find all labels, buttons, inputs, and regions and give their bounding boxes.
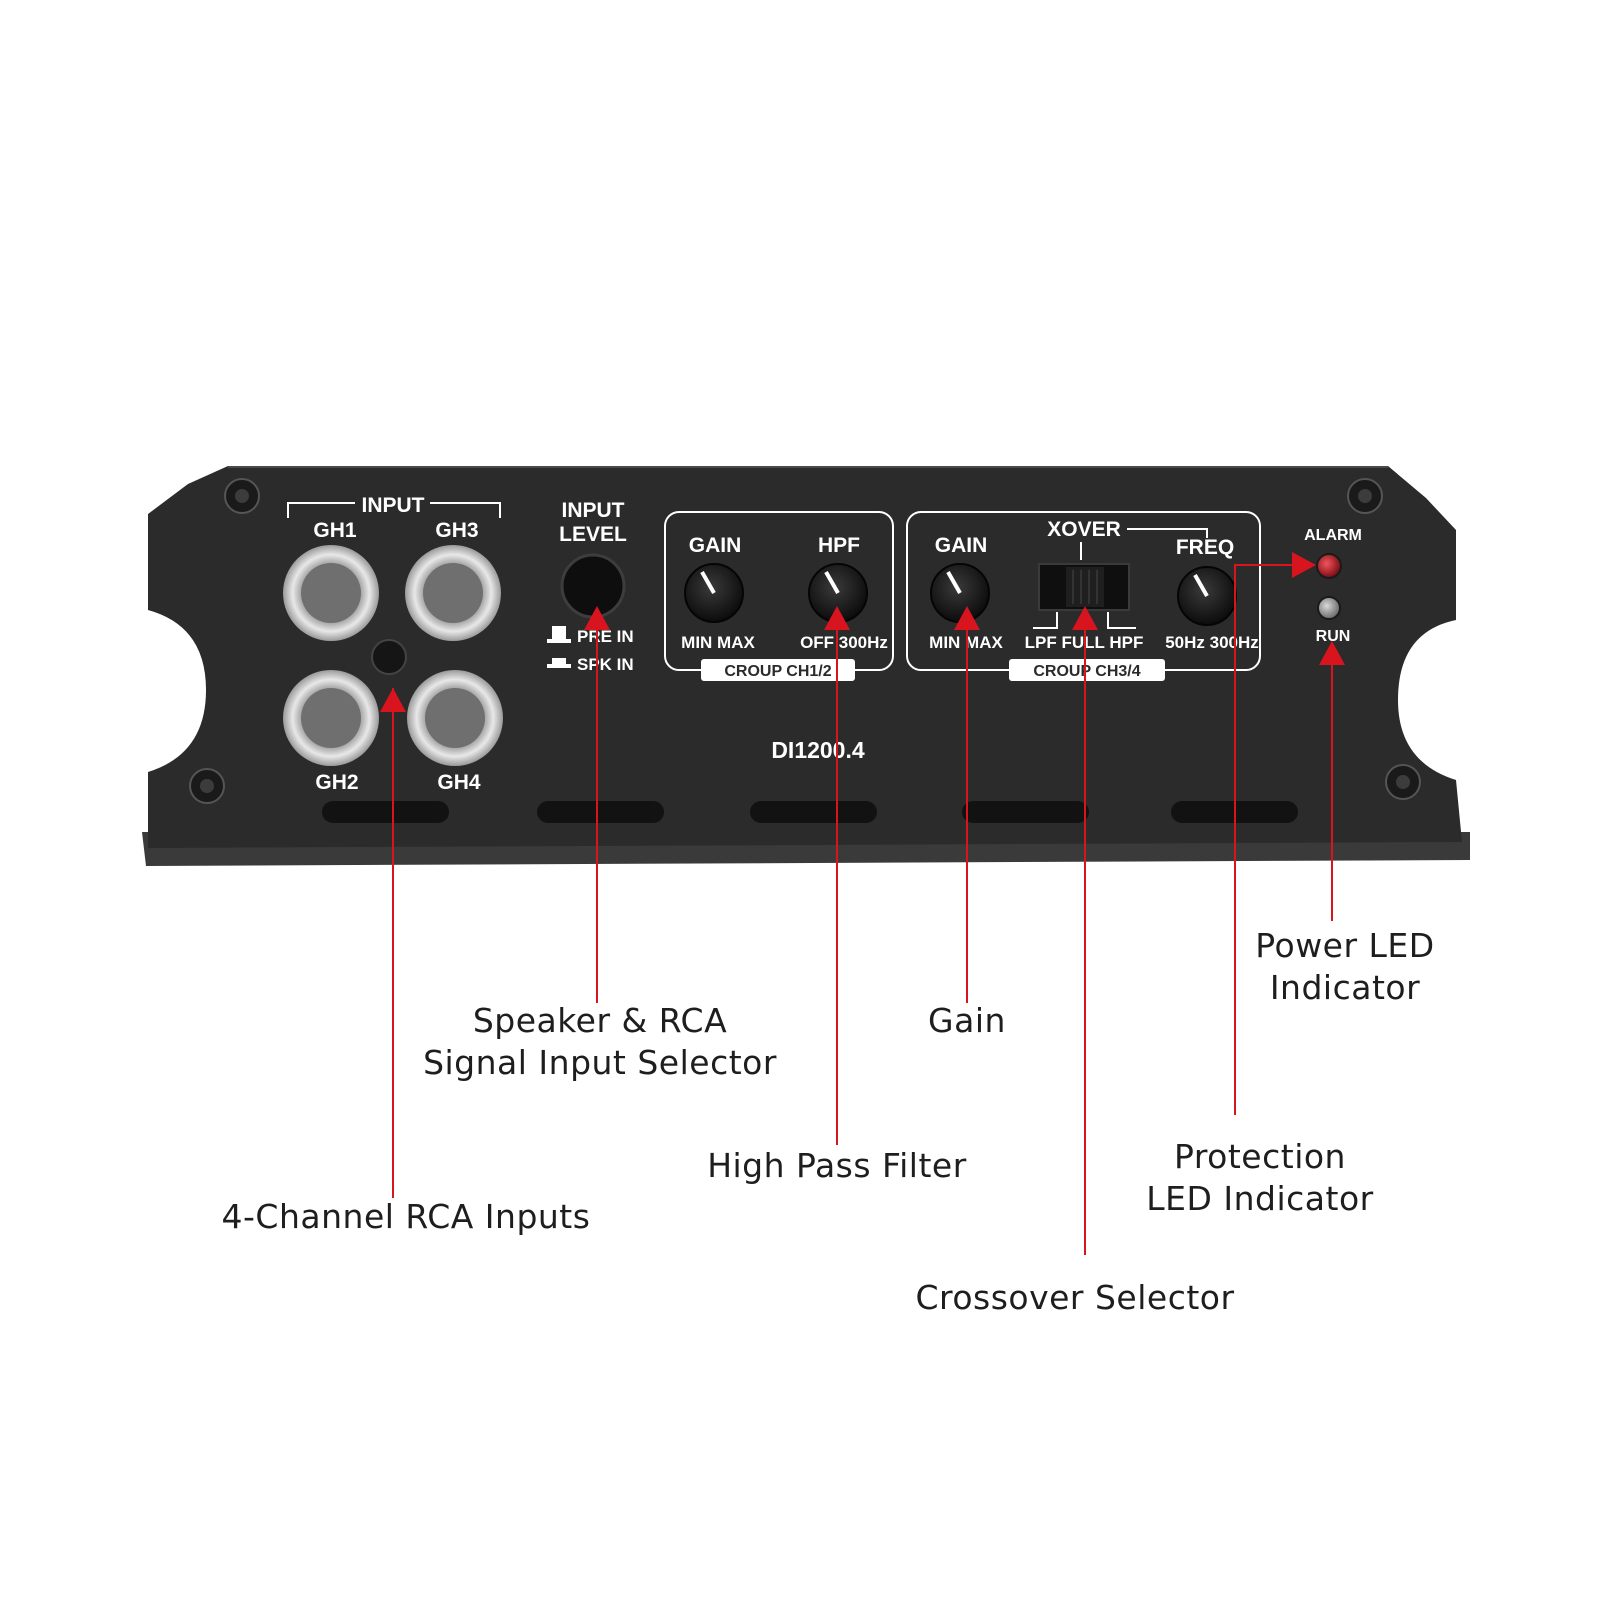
arrow-up-icon	[380, 688, 406, 712]
arrow-up-icon	[954, 606, 980, 630]
group-ch34-freq-label: FREQ	[1176, 536, 1234, 559]
model-label: DI1200.4	[771, 737, 865, 763]
callout-input-selector-line2: Signal Input Selector	[423, 1043, 777, 1082]
center-screw-icon	[371, 639, 407, 675]
xover-option-brackets	[1033, 612, 1136, 629]
vent-slot	[322, 801, 449, 823]
arrow-up-icon	[824, 606, 850, 630]
arrow-up-icon	[1319, 641, 1345, 665]
vent-slot	[537, 801, 664, 823]
vent-slots	[322, 801, 1298, 823]
rca-jack-ch2[interactable]	[283, 670, 379, 766]
arrow-up-icon	[584, 606, 610, 630]
rca-label-ch4: GH4	[437, 771, 481, 794]
gain-knob-ch34[interactable]	[930, 563, 990, 623]
callout-input-selector: Speaker & RCA Signal Input Selector	[410, 1000, 790, 1084]
vent-slot	[750, 801, 877, 823]
screw-icon	[1396, 775, 1410, 789]
group-ch12-section: GAIN HPF MIN MAX OFF 300Hz CROUP CH1/2	[664, 511, 894, 681]
callout-crossover-text: Crossover Selector	[915, 1278, 1235, 1317]
input-level-label-line1: INPUT	[562, 499, 625, 522]
pointer-arrowheads	[380, 552, 1345, 712]
callout-input-selector-line1: Speaker & RCA	[472, 1001, 728, 1040]
gain-knob-ch12[interactable]	[684, 563, 744, 623]
callout-high-pass-text: High Pass Filter	[707, 1146, 967, 1185]
rca-input-section: INPUT GH1 GH3 GH2 GH4	[283, 494, 503, 794]
callout-protection-line2: LED Indicator	[1146, 1179, 1374, 1218]
callout-protection: Protection LED Indicator	[1120, 1136, 1400, 1220]
alarm-label: ALARM	[1304, 527, 1362, 544]
pre-in-icon	[547, 626, 571, 643]
arrow-right-icon	[1292, 552, 1316, 578]
callout-rca-inputs: 4-Channel RCA Inputs	[206, 1196, 606, 1238]
callout-gain: Gain	[907, 1000, 1027, 1042]
input-level-section: INPUT LEVEL PRE IN SPK IN	[547, 499, 634, 674]
group-ch34-badge	[1009, 659, 1165, 681]
pointer-line-protection	[1234, 564, 1305, 1115]
callout-rca-inputs-text: 4-Channel RCA Inputs	[221, 1197, 591, 1236]
run-led-icon	[1317, 596, 1341, 620]
input-level-label-line2: LEVEL	[559, 523, 627, 546]
input-group-label: INPUT	[362, 494, 425, 517]
xover-freq-bracket	[1127, 528, 1208, 538]
freq-knob-ch34[interactable]	[1177, 566, 1237, 626]
group-ch12-gain-label: GAIN	[689, 534, 742, 557]
group-ch12-badge	[701, 659, 855, 681]
led-section: ALARM RUN	[1304, 527, 1362, 645]
rca-label-ch2: GH2	[315, 771, 358, 794]
group-ch12-hpf-range: OFF 300Hz	[800, 633, 888, 652]
rca-label-ch3: GH3	[435, 519, 478, 542]
group-ch12-hpf-label: HPF	[818, 534, 860, 557]
run-label: RUN	[1316, 628, 1351, 645]
input-bracket	[287, 502, 501, 518]
spk-in-label: SPK IN	[577, 655, 634, 674]
group-ch12-badge-label: CROUP CH1/2	[724, 663, 831, 680]
corner-screws	[189, 478, 1421, 804]
spk-in-icon	[547, 658, 571, 668]
rca-jack-ch3[interactable]	[405, 545, 501, 641]
group-ch12-gain-range: MIN MAX	[681, 633, 755, 652]
group-ch34-xover-label: XOVER	[1047, 518, 1121, 541]
callout-power-line2: Indicator	[1269, 968, 1421, 1007]
callout-power-line1: Power LED	[1255, 926, 1435, 965]
group-ch34-freq-range: 50Hz 300Hz	[1165, 633, 1259, 652]
rca-jack-ch4[interactable]	[407, 670, 503, 766]
crossover-selector-switch[interactable]	[1038, 563, 1130, 611]
screw-icon	[1358, 489, 1372, 503]
screw-icon	[235, 489, 249, 503]
pre-in-label: PRE IN	[577, 627, 634, 646]
callout-high-pass: High Pass Filter	[677, 1145, 997, 1187]
screw-icon	[200, 779, 214, 793]
callout-crossover: Crossover Selector	[890, 1277, 1260, 1319]
rca-label-ch1: GH1	[313, 519, 357, 542]
group-ch34-badge-label: CROUP CH3/4	[1033, 663, 1140, 680]
callout-power: Power LED Indicator	[1220, 925, 1470, 1009]
vent-slot	[962, 801, 1089, 823]
rca-jack-ch1[interactable]	[283, 545, 379, 641]
pointer-lines	[392, 564, 1333, 1255]
callout-gain-text: Gain	[928, 1001, 1006, 1040]
input-level-selector-button[interactable]	[560, 553, 626, 619]
group-ch34-gain-label: GAIN	[935, 534, 988, 557]
callout-protection-line1: Protection	[1174, 1137, 1346, 1176]
alarm-led-icon	[1316, 553, 1342, 579]
arrow-up-icon	[1072, 606, 1098, 630]
